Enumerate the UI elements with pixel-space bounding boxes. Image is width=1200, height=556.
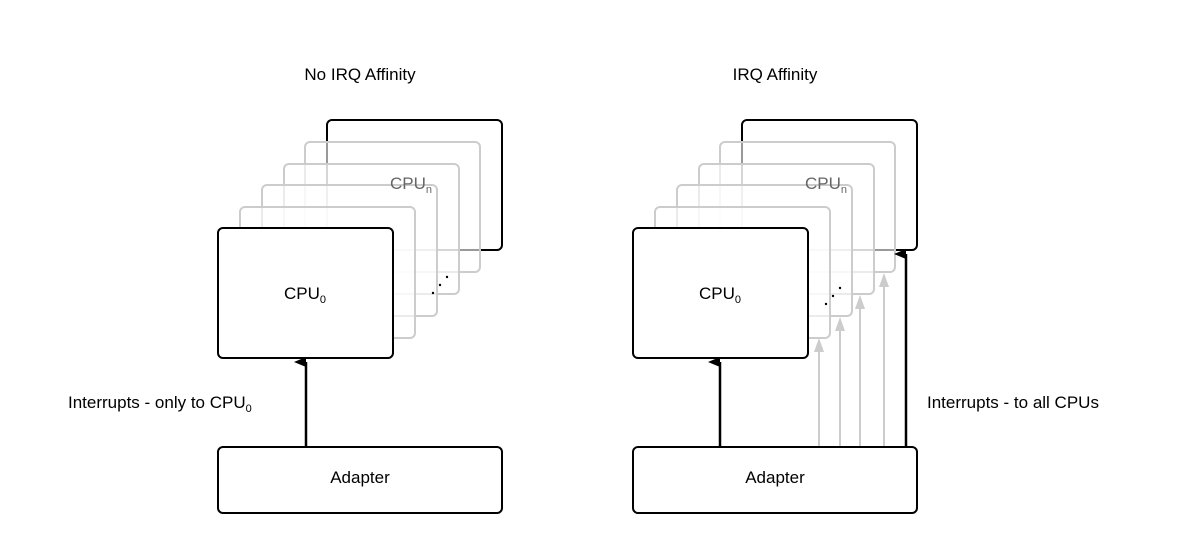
interrupt-arrows-faded (814, 273, 889, 447)
adapter-label: Adapter (745, 468, 805, 487)
ellipsis-dots (431, 275, 449, 295)
diagram-irq-affinity: IRQ Affinity CPUn CPU0 Interrupts - to a… (632, 65, 1099, 514)
cpu-0-box (632, 227, 809, 359)
cpu-0-label: CPU0 (284, 284, 326, 306)
arrowhead-faded (814, 338, 824, 352)
diagram-title: No IRQ Affinity (304, 65, 416, 84)
diagram-title: IRQ Affinity (733, 65, 818, 84)
adapter-box (217, 446, 503, 514)
cpu-n-label: CPUn (390, 174, 432, 196)
cpu-n-label: CPUn (805, 174, 847, 196)
arrowhead-faded (835, 317, 845, 331)
interrupt-label: Interrupts - only to CPU0 (68, 393, 252, 415)
adapter-box (632, 446, 918, 514)
adapter-label: Adapter (330, 468, 390, 487)
ellipsis-dots (824, 286, 842, 306)
arrowhead-faded (879, 273, 889, 287)
arrowhead-faded (855, 295, 865, 309)
interrupt-label: Interrupts - to all CPUs (927, 393, 1099, 412)
cpu-0-label: CPU0 (699, 284, 741, 306)
diagram-no-irq-affinity: No IRQ Affinity CPUn CPU0 Interrupts - o… (68, 65, 503, 514)
